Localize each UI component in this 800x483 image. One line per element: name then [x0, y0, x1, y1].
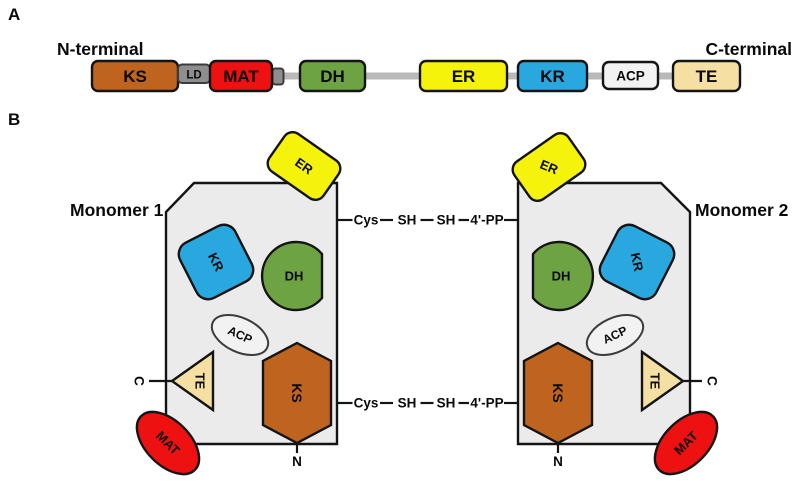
monomer1-te-label: TE	[193, 373, 208, 390]
monomer2-er	[511, 131, 587, 203]
top-linker-pp-label: 4'-PP	[470, 213, 503, 228]
monomer2-er-shape	[511, 131, 587, 203]
top-linker: Cys SH SH 4'-PP	[337, 213, 518, 228]
top-linker-sh1-label: SH	[398, 213, 417, 228]
domain-label-ld: LD	[186, 70, 201, 82]
monomer2-kr-shape	[598, 223, 676, 301]
monomer2-dh-shape	[531, 240, 595, 312]
panel-b-letter: B	[8, 110, 20, 129]
monomer2-n-terminus-label: N	[553, 454, 563, 469]
monomer2-acp-shape	[585, 314, 645, 356]
domain-box-te	[671, 59, 742, 93]
monomer2-mat: MAT	[653, 410, 719, 476]
monomer2-label: Monomer 2	[695, 200, 789, 220]
domain-label-te: TE	[696, 67, 718, 86]
monomer2-kr-label: KR	[628, 251, 647, 273]
panel-a: A N-terminal C-terminal KS LD MAT DH ER …	[8, 5, 792, 93]
monomer1-c-terminus-label: C	[132, 376, 147, 386]
monomer1-mat: MAT	[135, 410, 201, 476]
monomer2-ks-label: KS	[550, 383, 566, 402]
top-linker-sh2-label: SH	[437, 213, 456, 228]
monomer1-kr: KR	[177, 223, 255, 301]
monomer2-ks-shape	[522, 341, 594, 445]
domain-box-acp	[601, 60, 660, 91]
domain-box-er	[418, 59, 509, 93]
monomer2-mat-shape	[653, 410, 719, 476]
domain-box-dh	[298, 59, 367, 93]
mat-stub-connector	[271, 67, 285, 86]
domain-label-ks: KS	[123, 67, 147, 86]
monomer2-c-terminus-label: C	[705, 376, 720, 386]
monomer1-n-terminus-label: N	[292, 454, 302, 469]
domain-box-mat	[208, 59, 274, 93]
monomer2-te-shape	[640, 349, 686, 413]
top-linker-cys-label: Cys	[354, 213, 379, 228]
monomer2-er-label: ER	[538, 157, 561, 178]
monomer1-er: ER	[266, 130, 342, 202]
monomer1-acp-shape	[210, 314, 270, 356]
monomer2-kr	[598, 223, 676, 301]
monomer1-label: Monomer 1	[70, 200, 164, 220]
domain-label-acp: ACP	[616, 69, 645, 84]
bottom-linker-cys-label: Cys	[354, 396, 379, 411]
bottom-linker: Cys SH SH 4'-PP	[337, 396, 518, 411]
monomer2-dh-label: DH	[552, 269, 571, 284]
domain-label-dh: DH	[320, 67, 345, 86]
monomer1-er-shape	[266, 130, 342, 202]
monomer1-ks-shape	[261, 341, 333, 445]
bottom-linker-sh1-label: SH	[398, 396, 417, 411]
panel-a-letter: A	[8, 5, 20, 24]
monomer1-te-shape	[169, 349, 215, 413]
domain-box-kr	[516, 59, 589, 93]
monomer1-mat-shape	[135, 410, 201, 476]
monomer1-ks-label: KS	[289, 383, 305, 402]
domain-label-er: ER	[452, 67, 476, 86]
domain-label-mat: MAT	[223, 67, 259, 86]
bottom-linker-sh2-label: SH	[437, 396, 456, 411]
monomer2-te-label: TE	[648, 373, 663, 390]
n-terminal-label: N-terminal	[57, 39, 144, 59]
monomer2-acp: ACP	[585, 314, 645, 356]
panel-b: B Monomer 1 Monomer 2 ER KR DH ACP TE KS…	[8, 110, 789, 476]
monomer1-dh-label: DH	[285, 269, 304, 284]
monomer1-dh-shape	[260, 240, 324, 312]
monomer1-acp: ACP	[210, 314, 270, 356]
monomer1-kr-shape	[177, 223, 255, 301]
c-terminal-label: C-terminal	[705, 39, 792, 59]
bottom-linker-pp-label: 4'-PP	[470, 396, 503, 411]
domain-label-kr: KR	[540, 67, 565, 86]
